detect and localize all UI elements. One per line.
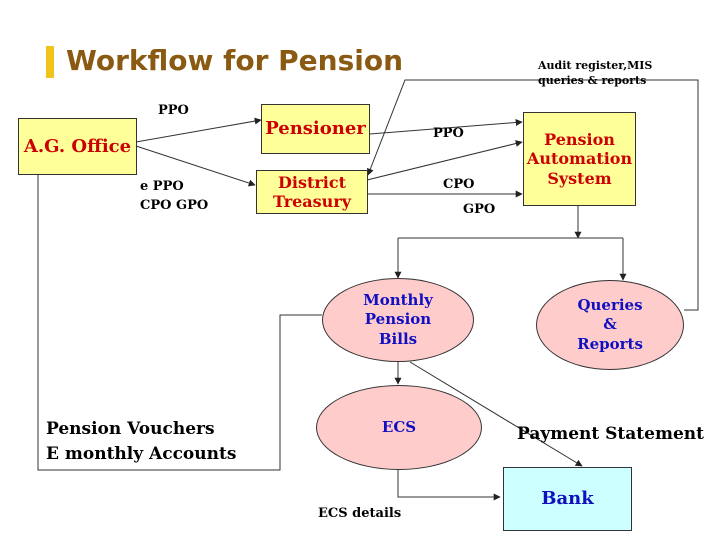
label-cpo: CPO [443, 177, 475, 192]
title-accent-bar [46, 46, 54, 78]
edge-ag-to-pensioner [135, 117, 262, 143]
edge-bills-to-ag [34, 159, 322, 471]
page-title: Workflow for Pension [66, 44, 404, 77]
edge-ag-to-treasury [135, 145, 256, 187]
node-ecs: ECS [316, 385, 482, 470]
node-queries-reports: Queries & Reports [536, 280, 684, 370]
label-ppo-to-pensioner: PPO [158, 103, 189, 118]
label-ppo-to-pas: PPO [433, 126, 464, 141]
label-eppo-cpo-gpo: e PPO CPO GPO [140, 179, 209, 213]
node-ag-office: A.G. Office [18, 118, 137, 175]
node-bank: Bank [503, 467, 632, 531]
node-pension-automation-system: Pension Automation System [523, 112, 636, 206]
label-pension-vouchers: Pension Vouchers E monthly Accounts [46, 419, 237, 464]
edge-pensioner-to-pas [369, 119, 523, 135]
label-gpo: GPO [463, 202, 496, 217]
node-pensioner: Pensioner [261, 104, 370, 154]
edge-treasury-to-pas-a [366, 140, 523, 181]
label-payment-statement: Payment Statement [517, 424, 704, 444]
label-audit-register: Audit register,MIS queries & reports [538, 59, 653, 88]
label-ecs-details: ECS details [318, 506, 402, 521]
edge-bills-to-bank [409, 361, 583, 467]
node-monthly-pension-bills: Monthly Pension Bills [322, 278, 474, 362]
node-district-treasury: District Treasury [256, 170, 368, 214]
edge-queries-to-audit [367, 79, 699, 311]
edge-ecs-to-bank [397, 470, 501, 501]
